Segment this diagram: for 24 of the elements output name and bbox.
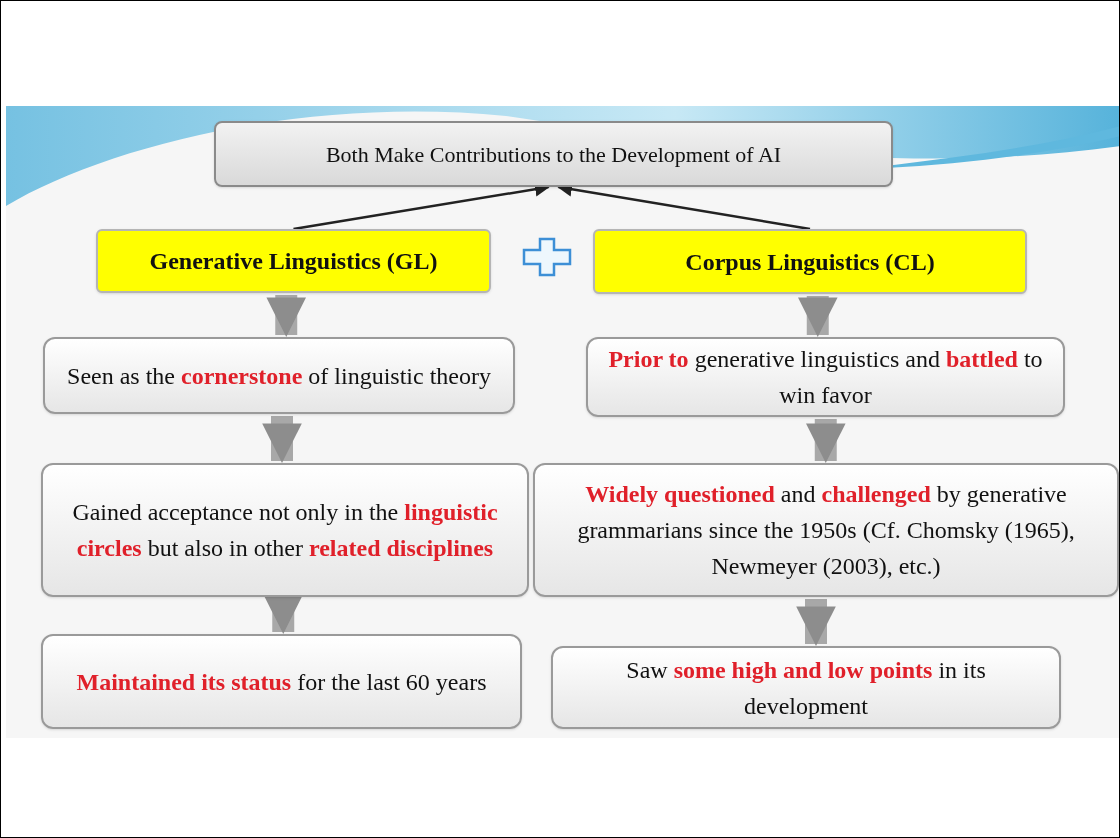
block-arrow [266,295,307,337]
node-text: Generative Linguistics (GL) [149,247,438,276]
block-arrow [262,416,302,463]
node-text: Saw some high and low points in its development [625,655,987,721]
goal-box [214,121,893,187]
statement-box [551,646,1061,729]
node-text: Seen as the cornerstone of linguistic theory [67,361,491,391]
node-text: Prior to generative linguistics and battled to win favor [607,345,1044,410]
node-text: Widely questioned and challenged by generative grammarians since the 1950s (Cf. Chomsky (1965), Newmeyer (2003), etc.) [576,480,1076,581]
node-text: Corpus Linguistics (CL) [685,247,935,277]
statement-box [533,463,1119,597]
node-text: Maintained its status for the last 60 years [76,667,487,697]
block-arrow [797,296,838,337]
statement-box [41,634,522,729]
block-arrow [805,419,846,463]
block-arrow [263,594,304,634]
node-text: Gained acceptance not only in the linguistic circles but also in other related disciplines [71,498,499,563]
statement-box [586,337,1065,417]
statement-box [41,463,529,597]
node-text: Both Make Contributions to the Development of AI [325,140,782,169]
heading-box [593,229,1027,294]
heading-box [96,229,491,293]
block-arrow [796,599,836,646]
statement-box [43,337,515,414]
